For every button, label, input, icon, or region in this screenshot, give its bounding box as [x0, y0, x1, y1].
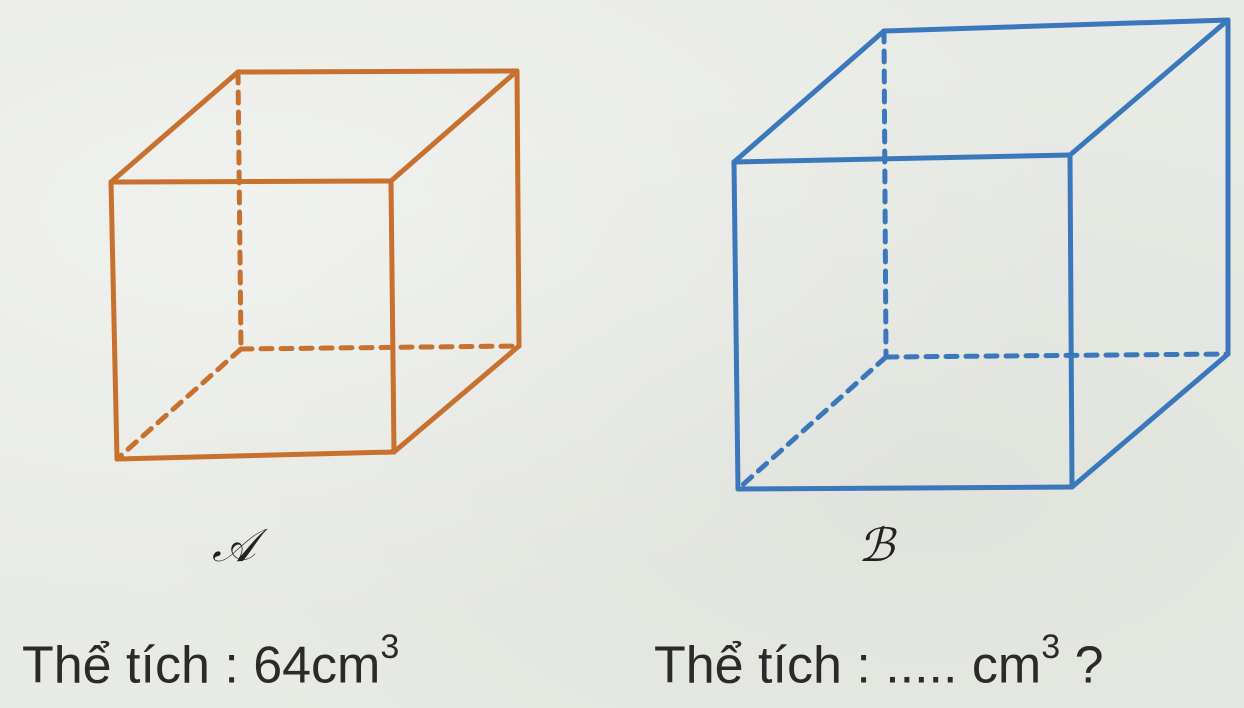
- cube-a-volume-exponent: 3: [380, 628, 400, 666]
- cube-a-back-right-edge: [514, 68, 522, 349]
- cube-a-label: 𝒜: [212, 518, 256, 572]
- cube-b-hidden-back-left-edge: [881, 28, 889, 360]
- cube-a-hidden-back-left-edge: [235, 69, 244, 352]
- cube-a-back-top-edge: [235, 68, 520, 75]
- cube-b-front-top-edge: [731, 152, 1073, 165]
- cube-b-hidden-back-bottom-edge: [883, 351, 1231, 360]
- cube-a-hidden-back-bottom-edge: [238, 343, 522, 352]
- cube-a-volume-text: Thể tích : 64cm: [22, 636, 381, 695]
- cube-a-front-top-edge: [108, 178, 394, 185]
- cube-b: [731, 17, 1231, 492]
- cube-b-back-top-edge: [881, 17, 1231, 34]
- cube-b-label: ℬ: [858, 518, 895, 572]
- cube-b-volume-caption: Thể tích : ..... cm3 ?: [654, 630, 1104, 695]
- cube-a-front-right-edge: [388, 178, 397, 455]
- cube-a-hidden-bottom-left-receding-edge: [114, 346, 244, 462]
- cube-b-volume-text: Thể tích : ..... cm: [654, 636, 1042, 695]
- cube-a-top-right-receding-edge: [388, 68, 520, 184]
- cube-a: [108, 68, 522, 462]
- cube-b-volume-exponent: 3: [1041, 628, 1061, 666]
- cube-b-top-right-receding-edge: [1067, 17, 1231, 158]
- cube-b-top-left-receding-edge: [731, 28, 887, 165]
- cube-a-front-left-edge: [108, 179, 120, 462]
- cube-b-front-left-edge: [731, 159, 741, 492]
- cube-a-front-bottom-edge: [114, 449, 397, 462]
- cube-a-top-left-receding-edge: [108, 69, 241, 185]
- cube-a-bottom-right-receding-edge: [391, 343, 522, 455]
- cube-b-front-bottom-edge: [735, 484, 1075, 492]
- cube-b-volume-suffix: ?: [1060, 636, 1104, 695]
- cube-a-volume-caption: Thể tích : 64cm3: [22, 630, 399, 695]
- cube-b-hidden-bottom-left-receding-edge: [735, 354, 889, 492]
- cube-b-front-right-edge: [1067, 152, 1075, 490]
- cube-b-bottom-right-receding-edge: [1069, 351, 1231, 490]
